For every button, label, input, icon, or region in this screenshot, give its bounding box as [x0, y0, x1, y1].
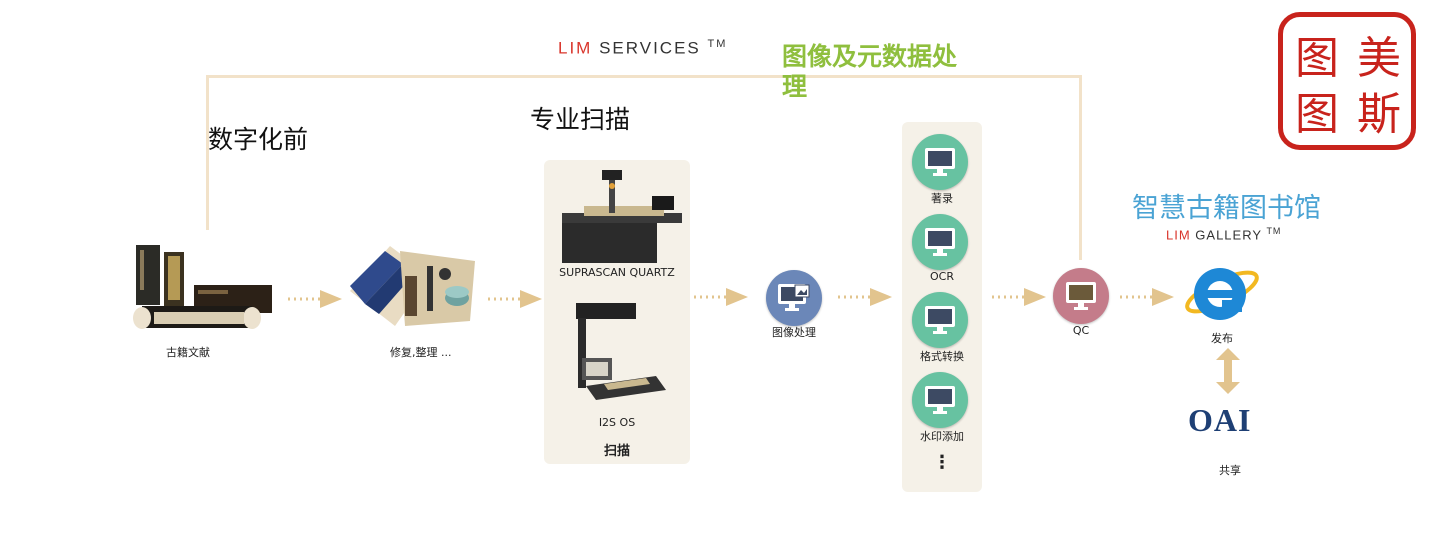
step-label-4: 水印添加 [920, 430, 964, 443]
suprascan-caption: SUPRASCAN QUARTZ [559, 266, 675, 279]
arrow-4 [838, 288, 892, 306]
image-processing-caption: 图像处理 [772, 326, 816, 339]
scan-panel: SUPRASCAN QUARTZ I2S OS 扫描 [544, 160, 690, 464]
lim-services-label: LIM SERVICES TM [558, 38, 727, 59]
i2s-caption: I2S OS [598, 416, 636, 429]
watermark-node [912, 372, 968, 428]
suprascan-scanner-image [562, 170, 682, 263]
monitor-icon [925, 148, 955, 176]
publish-caption: 发布 [1211, 332, 1233, 345]
repair-tools-image [345, 236, 485, 336]
svg-text:图: 图 [1295, 33, 1339, 84]
share-caption: 共享 [1219, 464, 1241, 477]
cataloging-node [912, 134, 968, 190]
ocr-node [912, 214, 968, 270]
format-conversion-node [912, 292, 968, 348]
step-label-2: OCR [930, 270, 954, 283]
arrow-1 [288, 290, 342, 308]
bracket-gap [200, 230, 210, 270]
svg-text:斯: 斯 [1357, 89, 1401, 140]
repair-caption: 修复,整理 ... [390, 346, 452, 359]
arrow-3 [694, 288, 748, 306]
monitor-icon [925, 228, 955, 256]
scan-title: 专业扫描 [530, 105, 631, 134]
i2s-scanner-image [576, 303, 666, 400]
ie-browser-icon [1182, 256, 1262, 326]
oai-logo: OAI [1188, 402, 1252, 438]
arrow-2 [488, 290, 542, 308]
gallery-name: GALLERY [1195, 227, 1262, 243]
ancient-docs-caption: 古籍文献 [166, 346, 210, 359]
svg-text:美: 美 [1357, 33, 1401, 84]
monitor-icon [925, 386, 955, 414]
bidirectional-arrow [1216, 348, 1240, 394]
qc-node [1053, 268, 1109, 324]
pre-digitization-title: 数字化前 [208, 125, 309, 154]
image-processing-node [766, 270, 822, 326]
processing-title: 图像及元数据处理 [782, 42, 958, 101]
seal-logo: 美 斯 图 图 [1278, 12, 1416, 150]
services-text: SERVICES [599, 38, 701, 58]
step-label-3: 格式转换 [920, 350, 964, 363]
arrow-6 [1120, 288, 1174, 306]
workflow-bracket [206, 75, 1082, 260]
arrow-5 [992, 288, 1046, 306]
svg-text:图: 图 [1295, 89, 1339, 140]
more-steps-indicator: ⋮ [933, 452, 951, 473]
lim-gallery-label: LIM GALLERY TM [1166, 226, 1281, 242]
lim-logo-text: LIM [558, 38, 593, 58]
step-label-1: 著录 [931, 192, 953, 205]
trademark: TM [707, 38, 728, 50]
monitor-image-icon [778, 284, 810, 311]
ancient-books-image [124, 240, 274, 340]
lim-logo-text: LIM [1166, 227, 1191, 243]
trademark: TM [1266, 226, 1282, 236]
processing-steps-panel: 著录 OCR 格式转换 水印添加 ⋮ [902, 122, 982, 492]
gallery-title: 智慧古籍图书馆 [1132, 193, 1321, 224]
qc-caption: QC [1072, 324, 1090, 337]
monitor-icon [925, 306, 955, 334]
scan-caption: 扫描 [603, 444, 630, 459]
monitor-icon [1066, 282, 1096, 310]
